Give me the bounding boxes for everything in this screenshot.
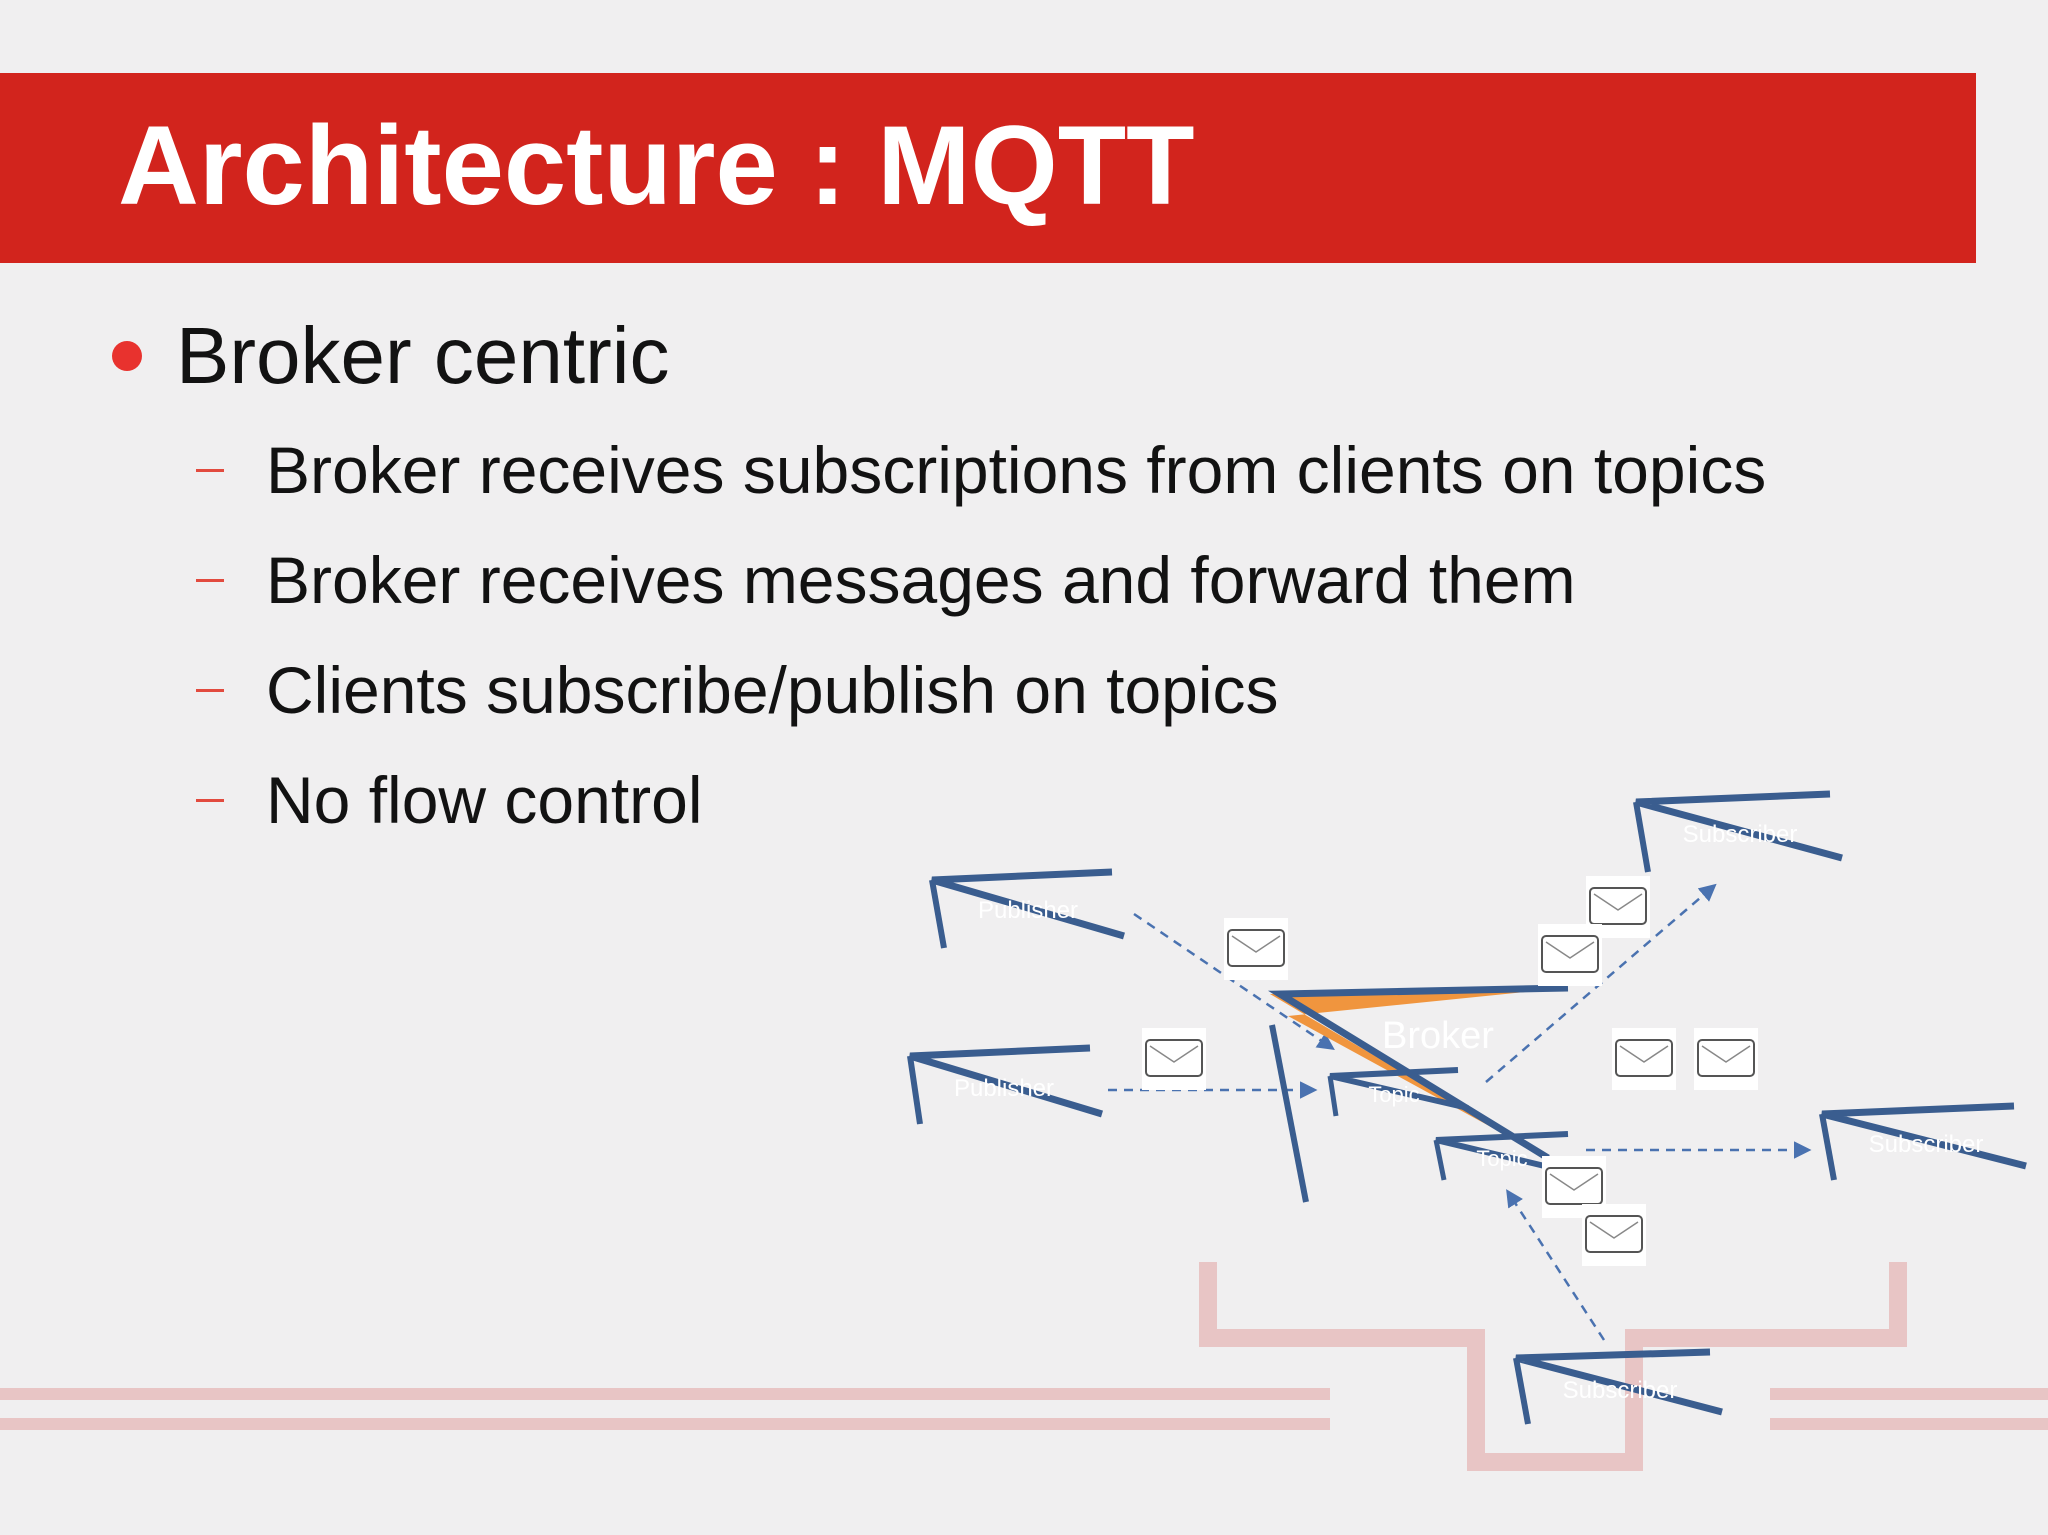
sub-bullet-text: Clients subscribe/publish on topics: [266, 653, 1279, 727]
sub-bullet: Broker receives subscriptions from clien…: [196, 430, 1766, 510]
bullet-text: Broker centric: [176, 311, 670, 400]
broker-label: Broker: [1382, 1015, 1494, 1057]
title-bar: [0, 73, 1976, 263]
bullet-dot-icon: [112, 341, 142, 371]
envelope-icon: [1694, 1028, 1758, 1090]
dash-icon: [196, 578, 224, 582]
envelope-icon: [1612, 1028, 1676, 1090]
subscriber-label: Subscriber: [1869, 1131, 1984, 1158]
envelope-icon: [1582, 1204, 1646, 1266]
topic-label: Topic: [1368, 1082, 1419, 1107]
publisher-node: Publisher: [907, 1044, 1104, 1125]
sub-bullet-text: Broker receives messages and forward the…: [266, 543, 1576, 617]
topic-node: Topic: [1327, 1067, 1469, 1117]
topic-node: Topic: [1433, 1131, 1579, 1181]
sub-bullet: Clients subscribe/publish on topics: [196, 650, 1279, 730]
dash-icon: [196, 798, 224, 802]
topic-label: Topic: [1476, 1146, 1527, 1171]
dash-icon: [196, 688, 224, 692]
arrow-publisher-to-broker: [1133, 912, 1335, 1050]
subscriber-label: Subscriber: [1683, 821, 1798, 848]
sub-bullet: Broker receives messages and forward the…: [196, 540, 1576, 620]
bullet-broker-centric: Broker centric: [112, 308, 669, 404]
sub-bullet: No flow control: [196, 760, 703, 840]
dash-icon: [196, 468, 224, 472]
envelope-icon: [1538, 924, 1602, 986]
subscriber-node: Subscriber: [1819, 1102, 2027, 1181]
publisher-label: Publisher: [954, 1075, 1054, 1102]
decoration: [0, 1262, 2048, 1471]
envelope-icon: [1224, 918, 1288, 980]
sub-bullet-text: Broker receives subscriptions from clien…: [266, 433, 1767, 507]
subscriber-node: Subscriber: [1513, 1348, 1723, 1425]
publisher-node: Publisher: [929, 868, 1125, 949]
slide-title: Architecture : MQTT: [118, 103, 1195, 228]
envelope-icon: [1142, 1028, 1206, 1090]
sub-bullet-text: No flow control: [266, 763, 703, 837]
arrow-subscriber-to-topic: [1506, 1189, 1606, 1341]
message-envelopes: [1142, 876, 1758, 1266]
publisher-label: Publisher: [978, 897, 1078, 924]
subscriber-label: Subscriber: [1563, 1377, 1678, 1404]
subscriber-node: Subscriber: [1633, 790, 1843, 873]
